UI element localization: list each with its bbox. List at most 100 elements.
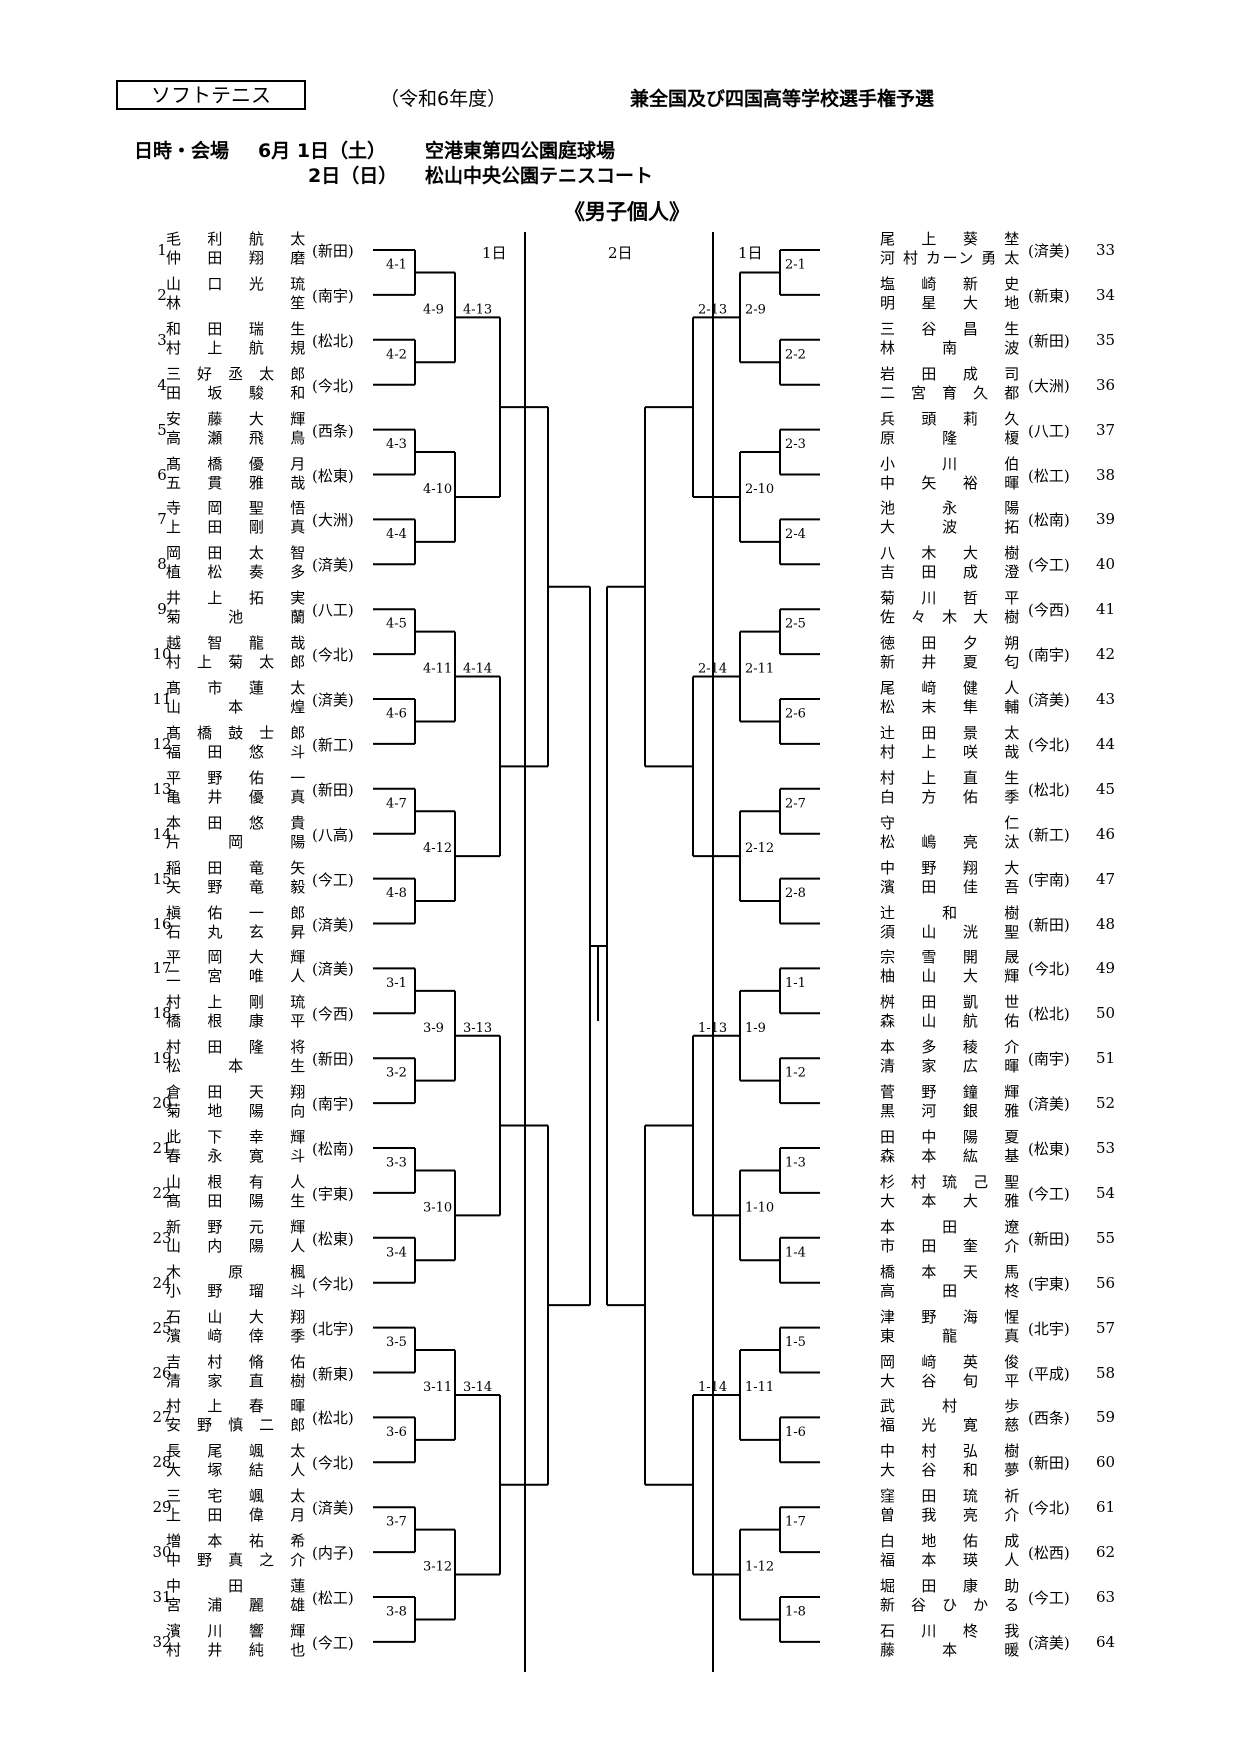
player-pair: 三 宅 颯 太上 田 偉 月	[166, 1487, 306, 1525]
player-pair: 村 田 隆 将松 本 生	[166, 1038, 306, 1076]
match-label: 3-13	[463, 1021, 492, 1036]
player-pair: 山 口 光 琉林 笙	[166, 275, 306, 313]
player-name: 二 宮 唯 人	[166, 967, 306, 986]
player-name: 市 田 奎 介	[880, 1236, 1020, 1255]
player-name: 須 山 洸 聖	[880, 922, 1020, 941]
entry-number: 39	[1096, 510, 1116, 529]
match-label: 3-8	[386, 1604, 407, 1619]
entry-number: 63	[1096, 1588, 1116, 1606]
match-label: 2-2	[785, 347, 806, 362]
player-name: 増 本 祐 希	[166, 1532, 306, 1551]
match-label: 1-12	[745, 1560, 774, 1575]
school-name: (大洲)	[1028, 376, 1070, 395]
school-name: (松北)	[312, 1409, 354, 1428]
school-name: (宇東)	[1028, 1274, 1070, 1293]
entry-number: 45	[1096, 779, 1116, 798]
school-name: (新工)	[1028, 825, 1070, 844]
player-name: 長 尾 颯 太	[166, 1442, 306, 1461]
entry-number: 18	[152, 1004, 172, 1023]
match-label: 2-9	[745, 302, 766, 317]
match-label: 4-10	[423, 482, 452, 497]
player-name: 武 村 歩	[880, 1397, 1020, 1416]
school-name: (今西)	[1028, 601, 1070, 620]
player-name: 濱 﨑 倖 季	[166, 1326, 306, 1345]
player-name: 石 丸 玄 昇	[166, 922, 306, 941]
player-name: 平 岡 大 輝	[166, 948, 306, 967]
player-name: 松 末 隼 輔	[880, 698, 1020, 716]
player-name: 岡 田 太 智	[166, 544, 306, 563]
player-name: 塩 崎 新 史	[880, 274, 1020, 293]
match-label: 4-6	[386, 706, 407, 721]
entry-number: 52	[1096, 1094, 1116, 1113]
player-name: 森 山 航 佑	[880, 1012, 1020, 1031]
entry-number: 57	[1096, 1318, 1116, 1337]
entry-number: 10	[152, 645, 172, 664]
match-label: 4-8	[386, 886, 407, 901]
player-pair: 和 田 瑞 生村 上 航 規	[166, 320, 306, 358]
entry-number: 2	[157, 285, 167, 304]
match-label: 2-12	[745, 841, 774, 856]
player-pair: 三 谷 昌 生林 南 波	[880, 320, 1020, 358]
entry-number: 6	[157, 465, 167, 484]
player-name: 山 根 有 人	[166, 1172, 306, 1191]
player-name: 中 野 翔 大	[880, 858, 1020, 877]
entry-number: 12	[152, 734, 172, 753]
player-name: 福 田 悠 斗	[166, 742, 306, 761]
player-name: 堀 田 康 助	[880, 1577, 1020, 1595]
player-name: 中 矢 裕 暉	[880, 473, 1020, 492]
match-label: 3-5	[386, 1335, 407, 1350]
player-name: 杉 村 琉 己 聖	[880, 1172, 1020, 1191]
player-name: 菊 池 蘭	[166, 608, 306, 627]
player-name: 濱 川 響 輝	[166, 1621, 306, 1640]
entry-number: 11	[152, 690, 172, 708]
match-label: 1-5	[785, 1335, 806, 1350]
match-label: 3-3	[386, 1155, 407, 1170]
player-name: 大 谷 旬 平	[880, 1371, 1020, 1390]
match-label: 2-8	[785, 886, 806, 901]
entry-number: 33	[1096, 241, 1116, 259]
player-name: 仲 田 翔 磨	[166, 249, 306, 267]
player-name: 新 野 元 輝	[166, 1217, 306, 1236]
player-name: 大 波 拓	[880, 518, 1020, 537]
player-name: 清 家 広 暉	[880, 1057, 1020, 1076]
entry-number: 20	[152, 1094, 172, 1113]
school-name: (北宇)	[312, 1319, 354, 1338]
entry-number: 46	[1096, 824, 1116, 843]
player-pair: 中 村 弘 樹大 谷 和 夢	[880, 1442, 1020, 1480]
player-pair: 越 智 龍 哉村 上 菊 太 郎	[166, 634, 306, 672]
match-label: 2-3	[785, 437, 806, 452]
day2-date: 2日（日）	[308, 165, 398, 187]
school-name: (済美)	[312, 915, 354, 934]
school-name: (済美)	[1028, 242, 1070, 260]
school-name: (新田)	[1028, 915, 1070, 934]
player-name: 寺 岡 聖 悟	[166, 499, 306, 518]
entry-number: 47	[1096, 869, 1116, 888]
player-name: 清 家 直 樹	[166, 1371, 306, 1390]
school-name: (松工)	[312, 1589, 354, 1607]
school-name: (今北)	[312, 1454, 354, 1473]
player-pair: 村 上 直 生白 方 佑 季	[880, 769, 1020, 807]
entry-number: 44	[1096, 734, 1116, 753]
player-pair: 髙 橋 優 月五 貫 雅 哉	[166, 455, 306, 493]
player-name: 毛 利 航 太	[166, 230, 306, 248]
match-label: 4-12	[423, 841, 452, 856]
entry-number: 34	[1096, 285, 1116, 304]
player-pair: 稲 田 竜 矢矢 野 竜 毅	[166, 859, 306, 897]
match-label: 2-10	[745, 482, 774, 497]
player-pair: 橋 本 天 馬高 田 柊	[880, 1263, 1020, 1301]
